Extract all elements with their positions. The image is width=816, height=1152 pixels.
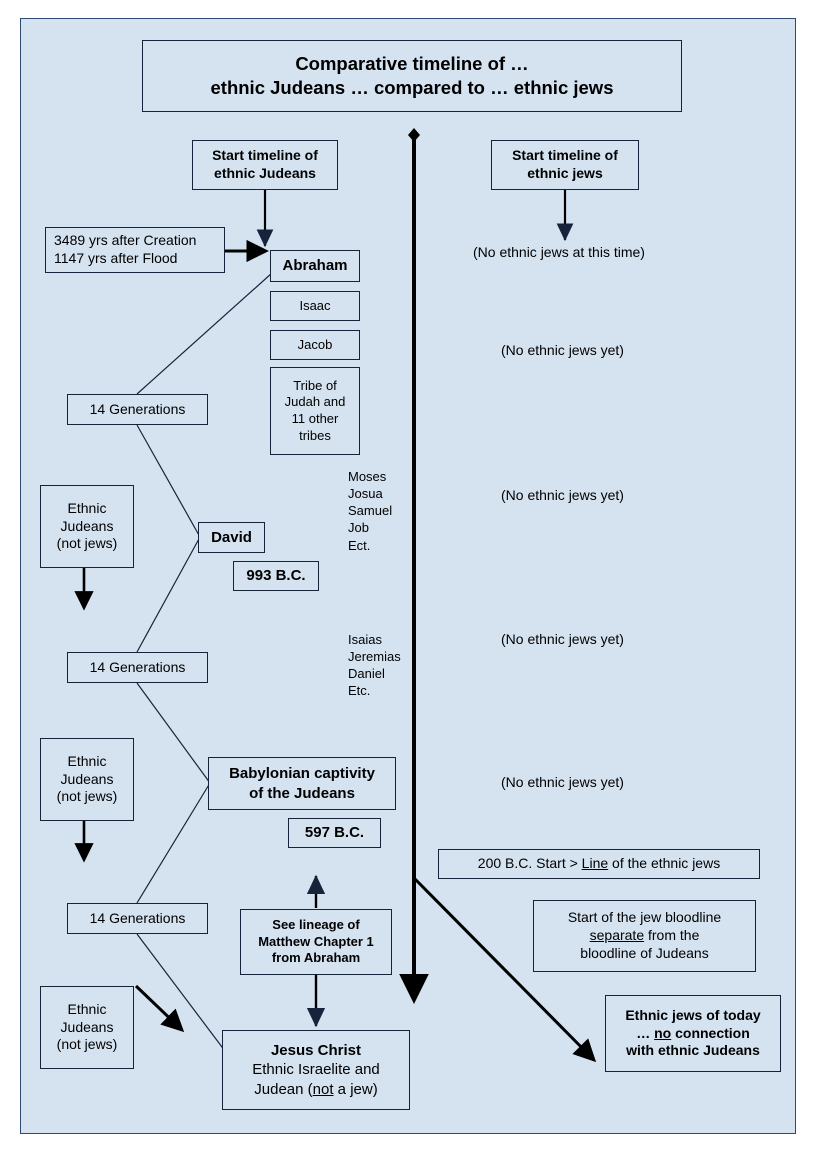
- title-line-2: ethnic Judeans … compared to … ethnic je…: [210, 77, 614, 98]
- babylon-date-label: 597 B.C.: [304, 824, 365, 842]
- ethnic-judeans-2-line-1: Ethnic: [67, 752, 107, 769]
- matthew-line-1: See lineage of: [272, 917, 360, 933]
- bloodline-line-2-post: from the: [644, 927, 700, 944]
- jesus-line-3-pre: Judean (: [254, 1080, 313, 1098]
- prophet-1-name-3: Samuel: [348, 503, 393, 519]
- bloodline-line-3: bloodline of Judeans: [580, 944, 709, 961]
- david-box: David: [198, 522, 265, 553]
- generations-1-label: 14 Generations: [89, 400, 186, 417]
- generations-box-2: 14 Generations: [67, 652, 208, 683]
- prophet-1-name-1: Moses: [348, 469, 387, 484]
- today-line-3: with ethnic Judeans: [626, 1042, 760, 1059]
- matthew-line-2: Matthew Chapter 1: [258, 933, 374, 949]
- date-line-1: 3489 yrs after Creation: [54, 232, 197, 249]
- ethnic-jews-today-box: Ethnic jews of today … no connection wit…: [605, 995, 781, 1072]
- ethnic-judeans-1-line-1: Ethnic: [67, 499, 107, 516]
- today-line-2-pre: …: [636, 1024, 655, 1041]
- prophet-2-name-1: Isaias: [348, 632, 382, 647]
- ethnic-judeans-2-line-3: (not jews): [56, 788, 118, 805]
- tribes-line-4: tribes: [299, 427, 331, 443]
- tribes-line-1: Tribe of: [293, 377, 337, 393]
- prophet-list-1: Moses Josua Samuel Job Ect.: [348, 468, 418, 554]
- isaac-box: Isaac: [270, 291, 360, 321]
- ethnic-judeans-1-line-2: Judeans: [60, 517, 114, 534]
- prophet-1-name-4: Job: [348, 520, 369, 536]
- generations-3-label: 14 Generations: [89, 909, 186, 926]
- ethnic-judeans-3-line-2: Judeans: [60, 1018, 114, 1035]
- prophet-2-name-3: Daniel: [348, 666, 385, 682]
- abraham-box: Abraham: [270, 250, 360, 282]
- title-line-1: Comparative timeline of …: [295, 53, 529, 75]
- no-jews-yet-label-4: (No ethnic jews yet): [501, 774, 624, 790]
- matthew-lineage-box: See lineage of Matthew Chapter 1 from Ab…: [240, 909, 392, 975]
- tribes-line-3: 11 other: [291, 411, 339, 426]
- jesus-line-2: Ethnic Israelite and: [252, 1061, 380, 1079]
- babylon-line-1: Babylonian captivity: [229, 765, 375, 783]
- jew-line-start-text: 200 B.C. Start > Line of the ethnic jews: [478, 855, 720, 873]
- tribes-line-2: Judah and: [284, 394, 346, 410]
- no-jews-yet-label-1: (No ethnic jews yet): [501, 342, 624, 358]
- ethnic-judeans-box-2: Ethnic Judeans (not jews): [40, 738, 134, 821]
- jesus-line-1: Jesus Christ: [270, 1042, 362, 1060]
- jew-line-start-post: of the ethnic jews: [608, 855, 721, 872]
- abraham-label: Abraham: [282, 257, 348, 275]
- jesus-christ-box: Jesus Christ Ethnic Israelite and Judean…: [222, 1030, 410, 1110]
- generations-box-1: 14 Generations: [67, 394, 208, 425]
- bloodline-line-2-underline: separate: [589, 927, 645, 944]
- matthew-line-3: from Abraham: [271, 950, 361, 966]
- isaac-label: Isaac: [299, 297, 331, 313]
- start-jews-line-1: Start timeline of: [512, 147, 618, 164]
- creation-flood-date-box: 3489 yrs after Creation 1147 yrs after F…: [45, 227, 225, 273]
- jacob-box: Jacob: [270, 330, 360, 360]
- ethnic-judeans-3-line-1: Ethnic: [67, 1000, 107, 1017]
- prophet-list-2: Isaias Jeremias Daniel Etc.: [348, 631, 428, 700]
- jesus-line-3-post: a jew): [333, 1080, 378, 1098]
- ethnic-judeans-box-1: Ethnic Judeans (not jews): [40, 485, 134, 568]
- babylon-line-2: of the Judeans: [249, 784, 355, 802]
- david-date-box: 993 B.C.: [233, 561, 319, 591]
- no-jews-yet-label-2: (No ethnic jews yet): [501, 487, 624, 503]
- david-label: David: [211, 528, 252, 546]
- start-jews-line-2: ethnic jews: [527, 165, 603, 181]
- prophet-2-name-4: Etc.: [348, 683, 371, 699]
- babylon-date-box: 597 B.C.: [288, 818, 381, 848]
- ethnic-judeans-box-3: Ethnic Judeans (not jews): [40, 986, 134, 1069]
- no-jews-at-this-time-label: (No ethnic jews at this time): [473, 244, 645, 260]
- jesus-line-3-underline: not: [312, 1080, 334, 1098]
- ethnic-judeans-3-line-3: (not jews): [56, 1036, 118, 1053]
- start-timeline-judeans-box: Start timeline of ethnic Judeans: [192, 140, 338, 190]
- start-timeline-jews-box: Start timeline of ethnic jews: [491, 140, 639, 190]
- prophet-1-name-2: Josua: [348, 486, 383, 502]
- today-line-2: … no connection: [636, 1025, 750, 1043]
- jew-line-start-underline: Line: [581, 855, 609, 872]
- bloodline-line-1: Start of the jew bloodline: [567, 909, 722, 926]
- generations-box-3: 14 Generations: [67, 903, 208, 934]
- ethnic-judeans-2-line-2: Judeans: [60, 770, 114, 787]
- start-judeans-line-2: ethnic Judeans: [214, 165, 316, 181]
- today-line-1: Ethnic jews of today: [625, 1006, 761, 1023]
- ethnic-judeans-1-line-3: (not jews): [56, 535, 118, 552]
- jew-line-start-box: 200 B.C. Start > Line of the ethnic jews: [438, 849, 760, 879]
- generations-2-label: 14 Generations: [89, 658, 186, 675]
- today-line-2-post: connection: [671, 1024, 750, 1041]
- babylonian-captivity-box: Babylonian captivity of the Judeans: [208, 757, 396, 810]
- date-line-2: 1147 yrs after Flood: [54, 250, 178, 266]
- bloodline-line-2: separate from the: [590, 927, 700, 945]
- david-date-label: 993 B.C.: [246, 567, 306, 585]
- jacob-label: Jacob: [297, 336, 333, 352]
- diagram-title: Comparative timeline of … ethnic Judeans…: [142, 40, 682, 112]
- tribes-box: Tribe of Judah and 11 other tribes: [270, 367, 360, 455]
- no-jews-yet-label-3: (No ethnic jews yet): [501, 631, 624, 647]
- prophet-2-name-2: Jeremias: [348, 649, 401, 665]
- prophet-1-name-5: Ect.: [348, 537, 371, 553]
- start-judeans-line-1: Start timeline of: [212, 147, 318, 164]
- today-line-2-underline: no: [654, 1024, 672, 1041]
- jew-bloodline-box: Start of the jew bloodline separate from…: [533, 900, 756, 972]
- jew-line-start-pre: 200 B.C. Start >: [477, 855, 582, 872]
- jesus-line-3: Judean (not a jew): [254, 1080, 377, 1099]
